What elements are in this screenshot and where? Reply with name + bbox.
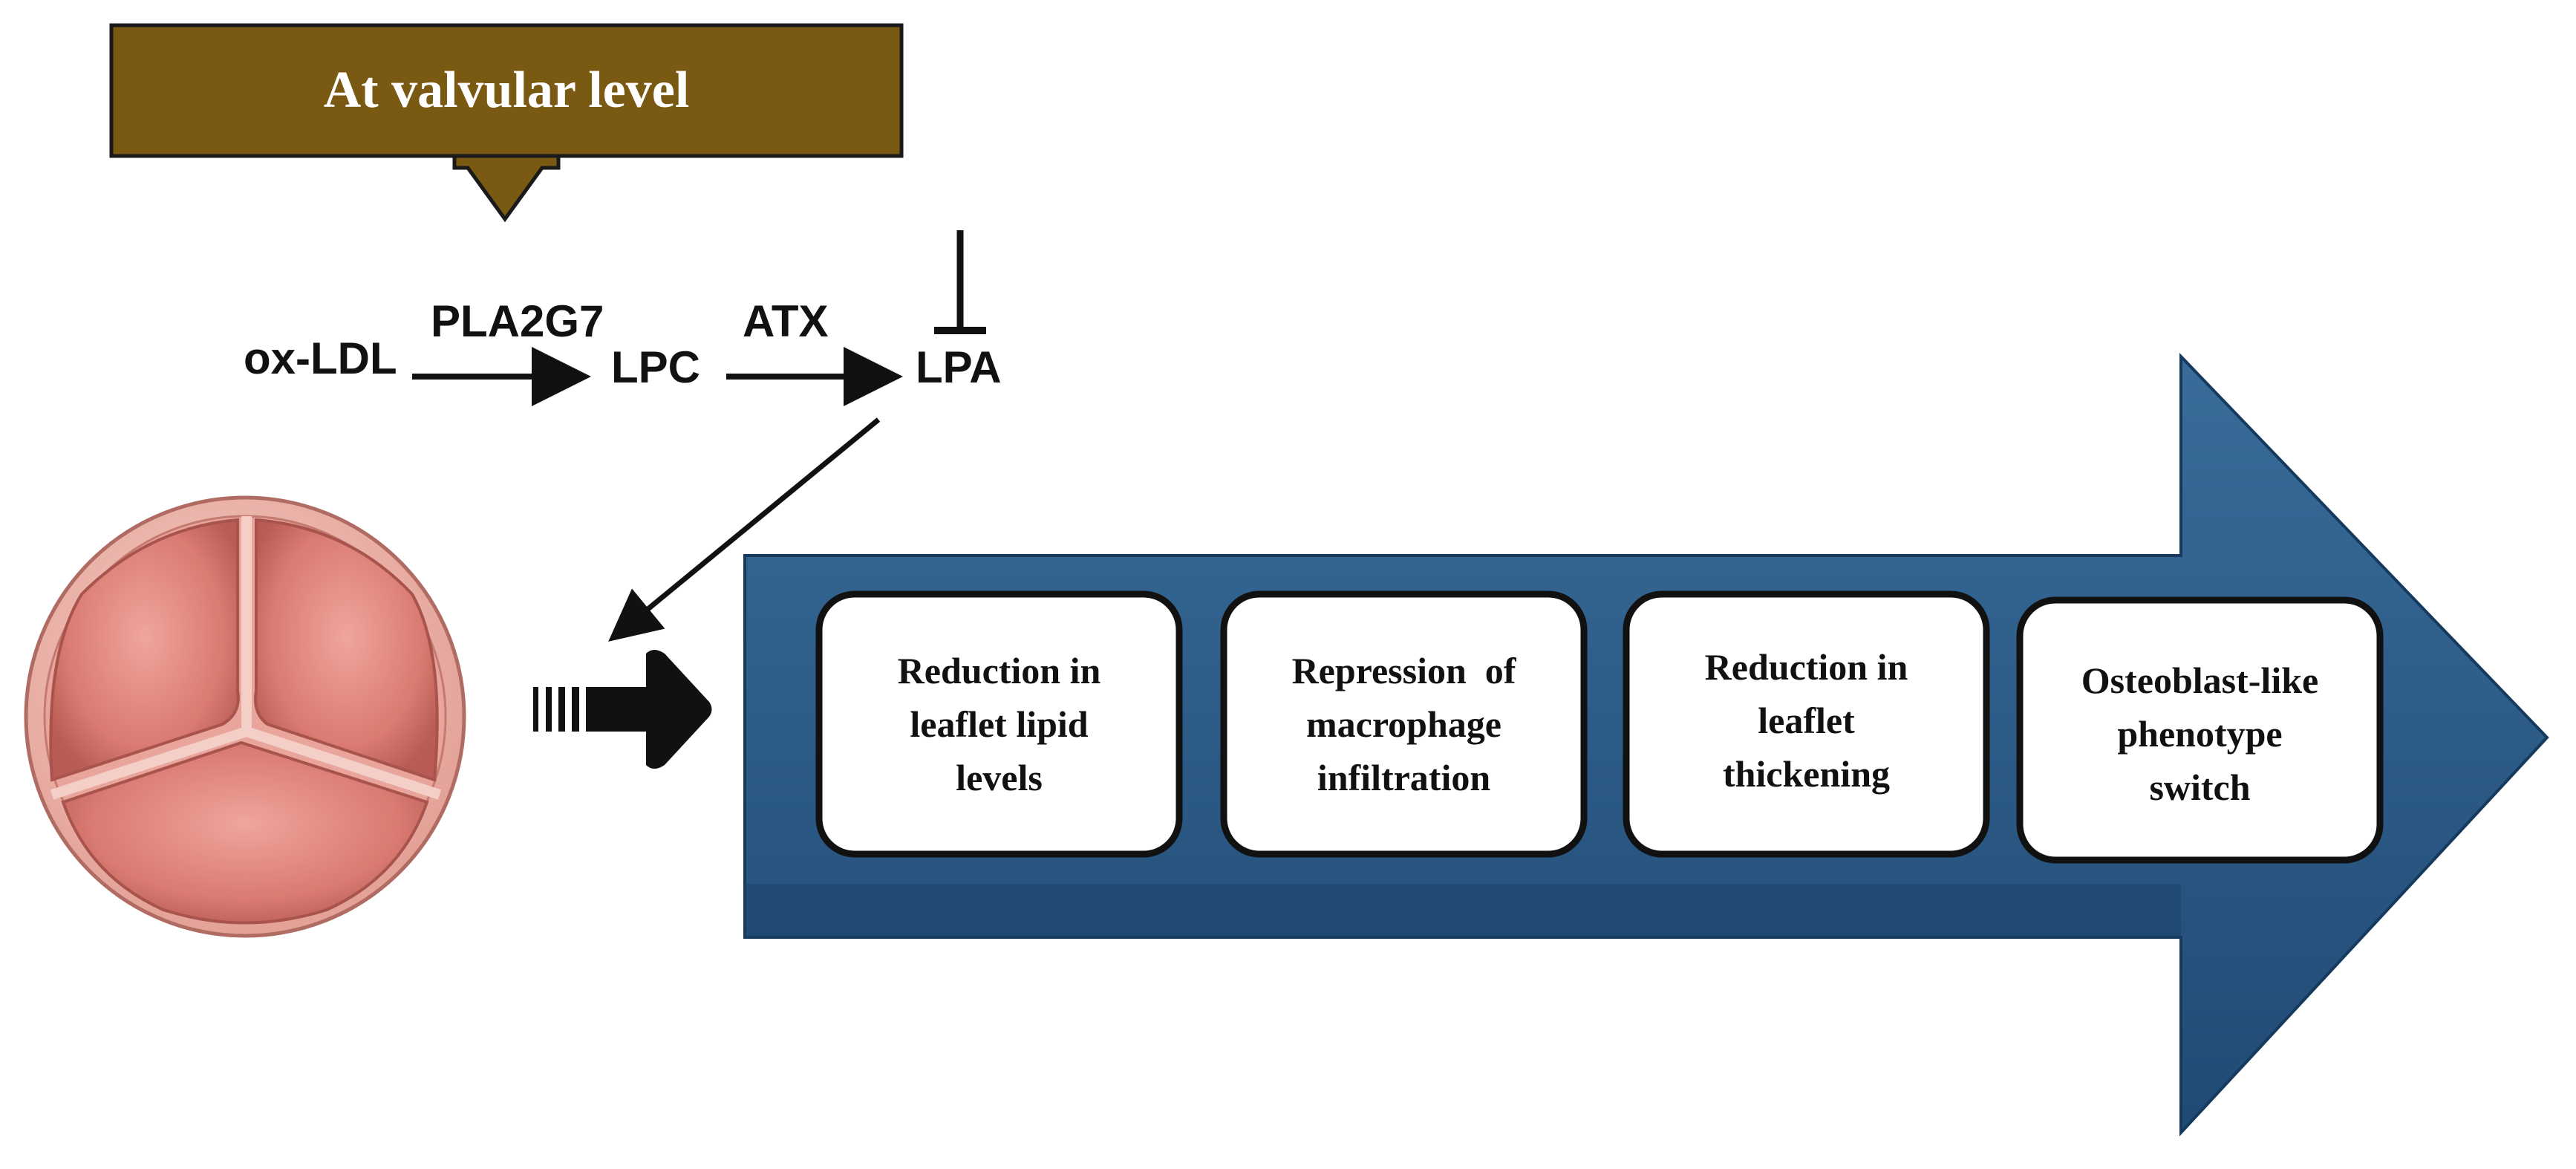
effect-text-1: Reduction in leaflet lipid levels <box>823 598 1175 850</box>
banner-down-arrow <box>452 154 561 223</box>
effect-box-1 <box>815 590 1183 858</box>
effect-text-3: Reduction in leaflet thickening <box>1630 594 1983 847</box>
label-pla2g7: PLA2G7 <box>431 296 604 346</box>
effect-4-line-1: Osteoblast-like <box>2081 660 2319 701</box>
banner-title: At valvular level <box>323 62 690 119</box>
label-lpa: LPA <box>916 342 1002 392</box>
aortic-valve-illustration <box>24 495 466 938</box>
inhibition-icon <box>934 230 986 334</box>
effect-1-line-3: levels <box>956 757 1043 798</box>
leaflet-left <box>49 518 240 782</box>
effect-box-4 <box>2016 596 2384 864</box>
effect-3-line-2: leaflet <box>1758 700 1855 741</box>
dashed-fat-arrow-icon <box>533 650 712 769</box>
effect-4-line-3: switch <box>2149 766 2251 808</box>
effect-1-line-2: leaflet lipid <box>910 703 1089 745</box>
effect-3-line-3: thickening <box>1722 753 1891 795</box>
effect-text-2: Repression of macrophage infiltration <box>1227 598 1580 850</box>
effect-4-line-2: phenotype <box>2117 713 2283 755</box>
effect-box-3 <box>1623 590 1990 858</box>
leaflet-right <box>254 518 439 782</box>
label-atx: ATX <box>743 296 829 346</box>
effect-2-line-2: macrophage <box>1306 703 1501 745</box>
arrow-lpa-to-valve <box>608 417 881 642</box>
effect-2-line-3: infiltration <box>1317 757 1491 798</box>
banner-box <box>109 23 904 223</box>
leaflet-bottom <box>61 740 429 925</box>
label-ox-ldl: ox-LDL <box>244 333 397 383</box>
label-lpc: LPC <box>611 342 700 392</box>
effect-box-2 <box>1220 590 1588 858</box>
effect-1-line-1: Reduction in <box>897 650 1101 691</box>
effect-2-line-1: Repression of <box>1291 650 1516 691</box>
effect-text-4: Osteoblast-like phenotype switch <box>2024 608 2376 860</box>
effect-3-line-1: Reduction in <box>1704 646 1908 688</box>
